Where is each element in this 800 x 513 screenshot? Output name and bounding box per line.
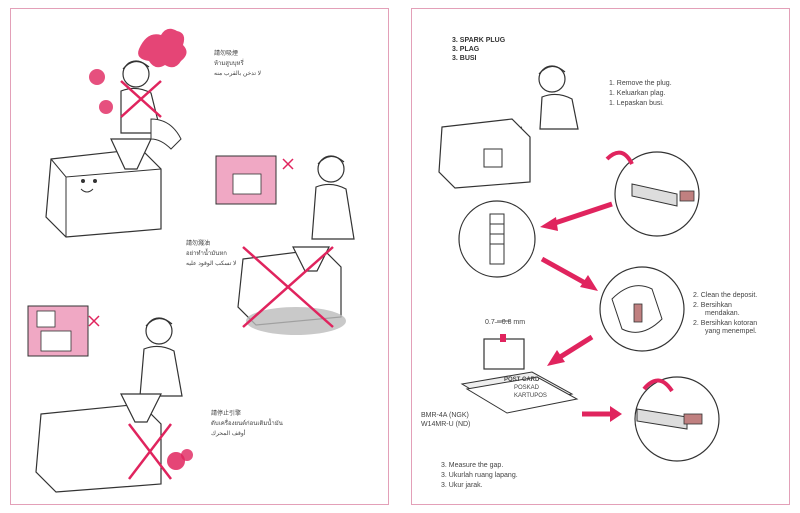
section-heading-line-3: 3. BUSI <box>452 55 477 62</box>
warning-2-line-1: 請勿濺油 <box>186 241 211 247</box>
step-3-line-2: 3. Ukurlah ruang lapang. <box>441 472 518 479</box>
warning-1-line-3: لا تدخن بالقرب منه <box>214 71 262 77</box>
arrow-icon <box>551 201 613 227</box>
warning-1-line-2: ห้ามสูบบุหรี่ <box>214 61 244 67</box>
funnel-icon <box>120 393 162 423</box>
remove-plug-scene <box>438 65 579 189</box>
stop-engine-scene <box>27 305 193 493</box>
no-smoking-scene <box>45 28 187 238</box>
right-page: 3. SPARK PLUG 3. PLAG 3. BUSI 1. Remove … <box>411 8 790 505</box>
step-1-line-1: 1. Remove the plug. <box>609 80 672 87</box>
step-2-line-2b: mendakan. <box>705 310 740 317</box>
gap-value: 0.7—0.8 mm <box>485 319 526 326</box>
left-illustrations <box>27 28 355 493</box>
plug-model-line-1: BMR-4A (NGK) <box>421 412 469 419</box>
postcard-line-3: KARTUPOS <box>514 393 547 399</box>
arrow-icon <box>540 256 589 287</box>
feeler-gauge-icon <box>483 338 525 370</box>
fire-icon <box>167 452 185 470</box>
rotate-arrow-icon <box>605 150 634 165</box>
step-2-line-3a: 2. Bersihkan kotoran <box>693 320 758 327</box>
warning-3-line-1: 請停止引擎 <box>211 411 242 417</box>
plug-model-line-2: W14MR-U (ND) <box>421 421 471 428</box>
postcard-line-2: POSKAD <box>514 385 540 391</box>
step-3-line-3: 3. Ukur jarak. <box>441 482 483 489</box>
wire-brush-icon <box>633 303 643 323</box>
postcard-line-1: POST CARD <box>504 377 540 383</box>
spark-plug-icon <box>489 213 505 265</box>
generator-icon <box>45 148 162 238</box>
warning-2-line-2: อย่าทำน้ำมันหก <box>186 251 227 257</box>
warning-1-line-1: 請勿吸煙 <box>214 51 239 57</box>
funnel-icon <box>292 246 330 272</box>
spill-puddle-icon <box>246 307 346 335</box>
step-2-line-1: 2. Clean the deposit. <box>693 292 758 299</box>
step-1-line-2: 1. Keluarkan plag. <box>609 90 666 97</box>
section-heading-line-2: 3. PLAG <box>452 46 480 53</box>
right-illustrations <box>438 65 720 462</box>
smoke-icon <box>138 28 187 68</box>
no-spill-scene <box>215 155 355 335</box>
smoke-puff-icon <box>89 69 105 85</box>
step-2-line-3b: yang menempel. <box>705 328 757 335</box>
step-1-line-3: 1. Lepaskan busi. <box>609 100 664 107</box>
warning-3-line-3: أوقف المحرك <box>211 431 246 437</box>
smoke-puff-icon <box>99 100 113 114</box>
warning-3-line-2: ดับเครื่องยนต์ก่อนเติมน้ำมัน <box>211 421 283 427</box>
gap-measure-scene <box>460 320 579 414</box>
rotate-arrow-icon <box>642 378 674 393</box>
funnel-icon <box>110 138 152 170</box>
step-3-line-1: 3. Measure the gap. <box>441 462 504 469</box>
section-heading-line-1: 3. SPARK PLUG <box>452 37 506 44</box>
warning-2-line-3: لا تسكب الوقود عليه <box>186 261 237 267</box>
arrow-icon <box>555 334 594 362</box>
left-page: 請勿吸煙 ห้ามสูบบุหรี่ لا تدخن بالقرب منه 請勿… <box>10 8 389 505</box>
step-2-line-2a: 2. Bersihkan <box>693 302 732 309</box>
